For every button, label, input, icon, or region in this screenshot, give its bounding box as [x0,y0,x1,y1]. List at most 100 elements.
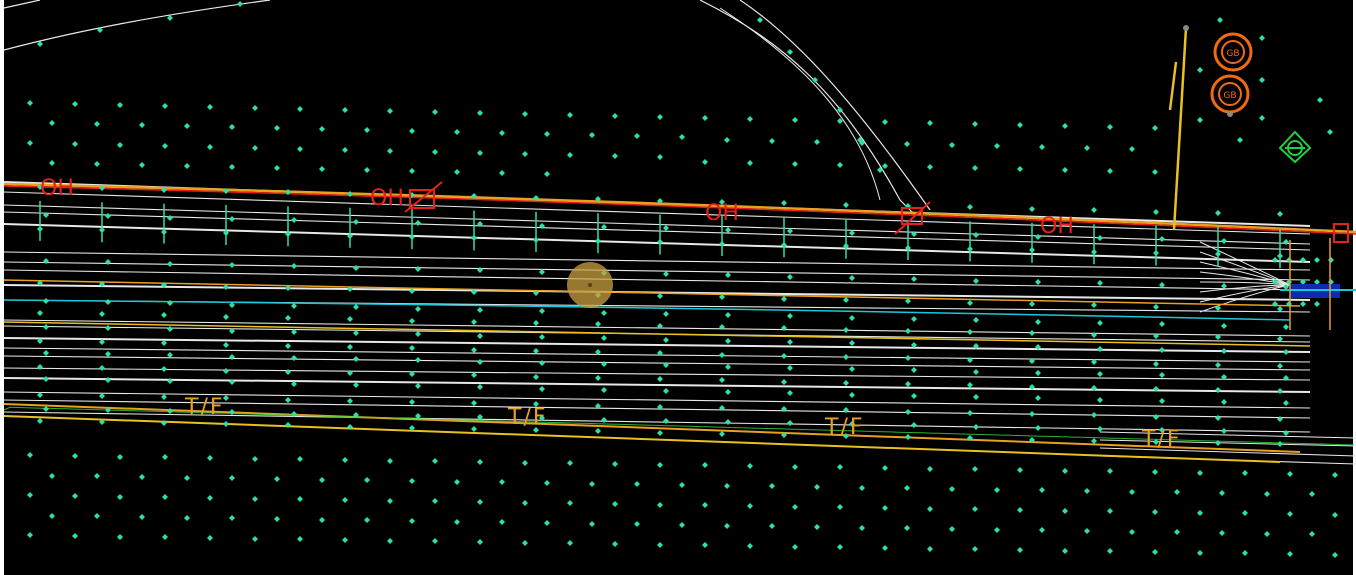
point-marker [927,466,933,472]
tree-symbol[interactable] [1278,130,1312,164]
point-marker [781,432,787,438]
point-marker [589,481,595,487]
point-marker [94,121,100,127]
point-marker [207,495,213,501]
point-marker [1332,552,1338,558]
point-marker [837,504,843,510]
point-marker [162,494,168,500]
point-marker [223,368,229,374]
point-marker [319,166,325,172]
point-marker [409,518,415,524]
point-marker [353,265,359,271]
point-marker [849,392,855,398]
point-marker [49,473,55,479]
point-marker [814,139,820,145]
breakline [3,367,1311,381]
point-marker [229,328,235,334]
point-marker [291,303,297,309]
point-marker [432,109,438,115]
point-marker [725,364,731,370]
point-marker [285,343,291,349]
point-marker [679,482,685,488]
breakline [1199,271,1291,286]
point-marker [787,420,793,426]
breakline [3,377,1311,393]
utility-pole-symbol[interactable] [1333,223,1349,243]
point-marker [43,376,49,382]
overhead-line-label: OH [1040,214,1074,239]
point-marker [539,334,545,340]
point-marker [837,118,843,124]
point-marker [223,395,229,401]
curb-line [3,403,1301,453]
point-marker [1152,469,1158,475]
point-marker [105,407,111,413]
point-marker [1129,529,1135,535]
point-marker [477,267,483,273]
point-marker [1035,279,1041,285]
point-marker [49,160,55,166]
point-marker [1091,412,1097,418]
point-marker [663,388,669,394]
point-marker [1219,530,1225,536]
point-marker [1215,362,1221,368]
point-marker [1062,508,1068,514]
point-marker [601,417,607,423]
point-marker [342,107,348,113]
point-marker [477,110,483,116]
point-marker [1272,279,1278,285]
point-marker [432,538,438,544]
utility-pole-symbol[interactable] [894,201,931,235]
point-marker [1277,336,1283,342]
point-marker [223,284,229,290]
point-marker [973,394,979,400]
point-marker [364,477,370,483]
point-marker [454,519,460,525]
point-marker [139,122,145,128]
point-marker [589,521,595,527]
point-marker [882,505,888,511]
point-marker [37,418,43,424]
utility-pole-symbol[interactable] [404,181,443,213]
point-marker [702,159,708,165]
breakline [3,355,1311,371]
point-marker [787,274,793,280]
point-marker [319,517,325,523]
point-marker [657,404,663,410]
point-marker [747,160,753,166]
point-marker [1107,468,1113,474]
point-marker [1283,375,1289,381]
point-marker [167,261,173,267]
breakline [1199,281,1291,286]
point-marker [37,364,43,370]
point-marker [409,128,415,134]
point-marker [162,454,168,460]
point-marker [904,141,910,147]
point-marker [291,381,297,387]
point-marker [285,397,291,403]
point-marker [1242,470,1248,476]
gas-box-symbol[interactable]: GB [1213,32,1253,72]
upper-left-curve-group [3,0,271,51]
gas-box-symbol[interactable]: GB [1210,74,1250,117]
point-marker [364,167,370,173]
point-marker [297,536,303,542]
drainage-structure[interactable] [1280,238,1356,330]
overhead-line-label: OH [705,201,739,226]
overhead-line [3,185,1356,235]
point-marker [105,351,111,357]
point-marker [252,145,258,151]
point-marker [1259,115,1265,121]
point-marker [972,466,978,472]
point-marker [657,542,663,548]
point-marker [27,492,33,498]
point-marker [409,478,415,484]
point-marker [27,532,33,538]
point-marker [347,316,353,322]
point-marker [477,414,483,420]
point-marker [747,543,753,549]
point-marker [595,196,601,202]
point-marker [285,422,291,428]
point-marker [347,424,353,430]
